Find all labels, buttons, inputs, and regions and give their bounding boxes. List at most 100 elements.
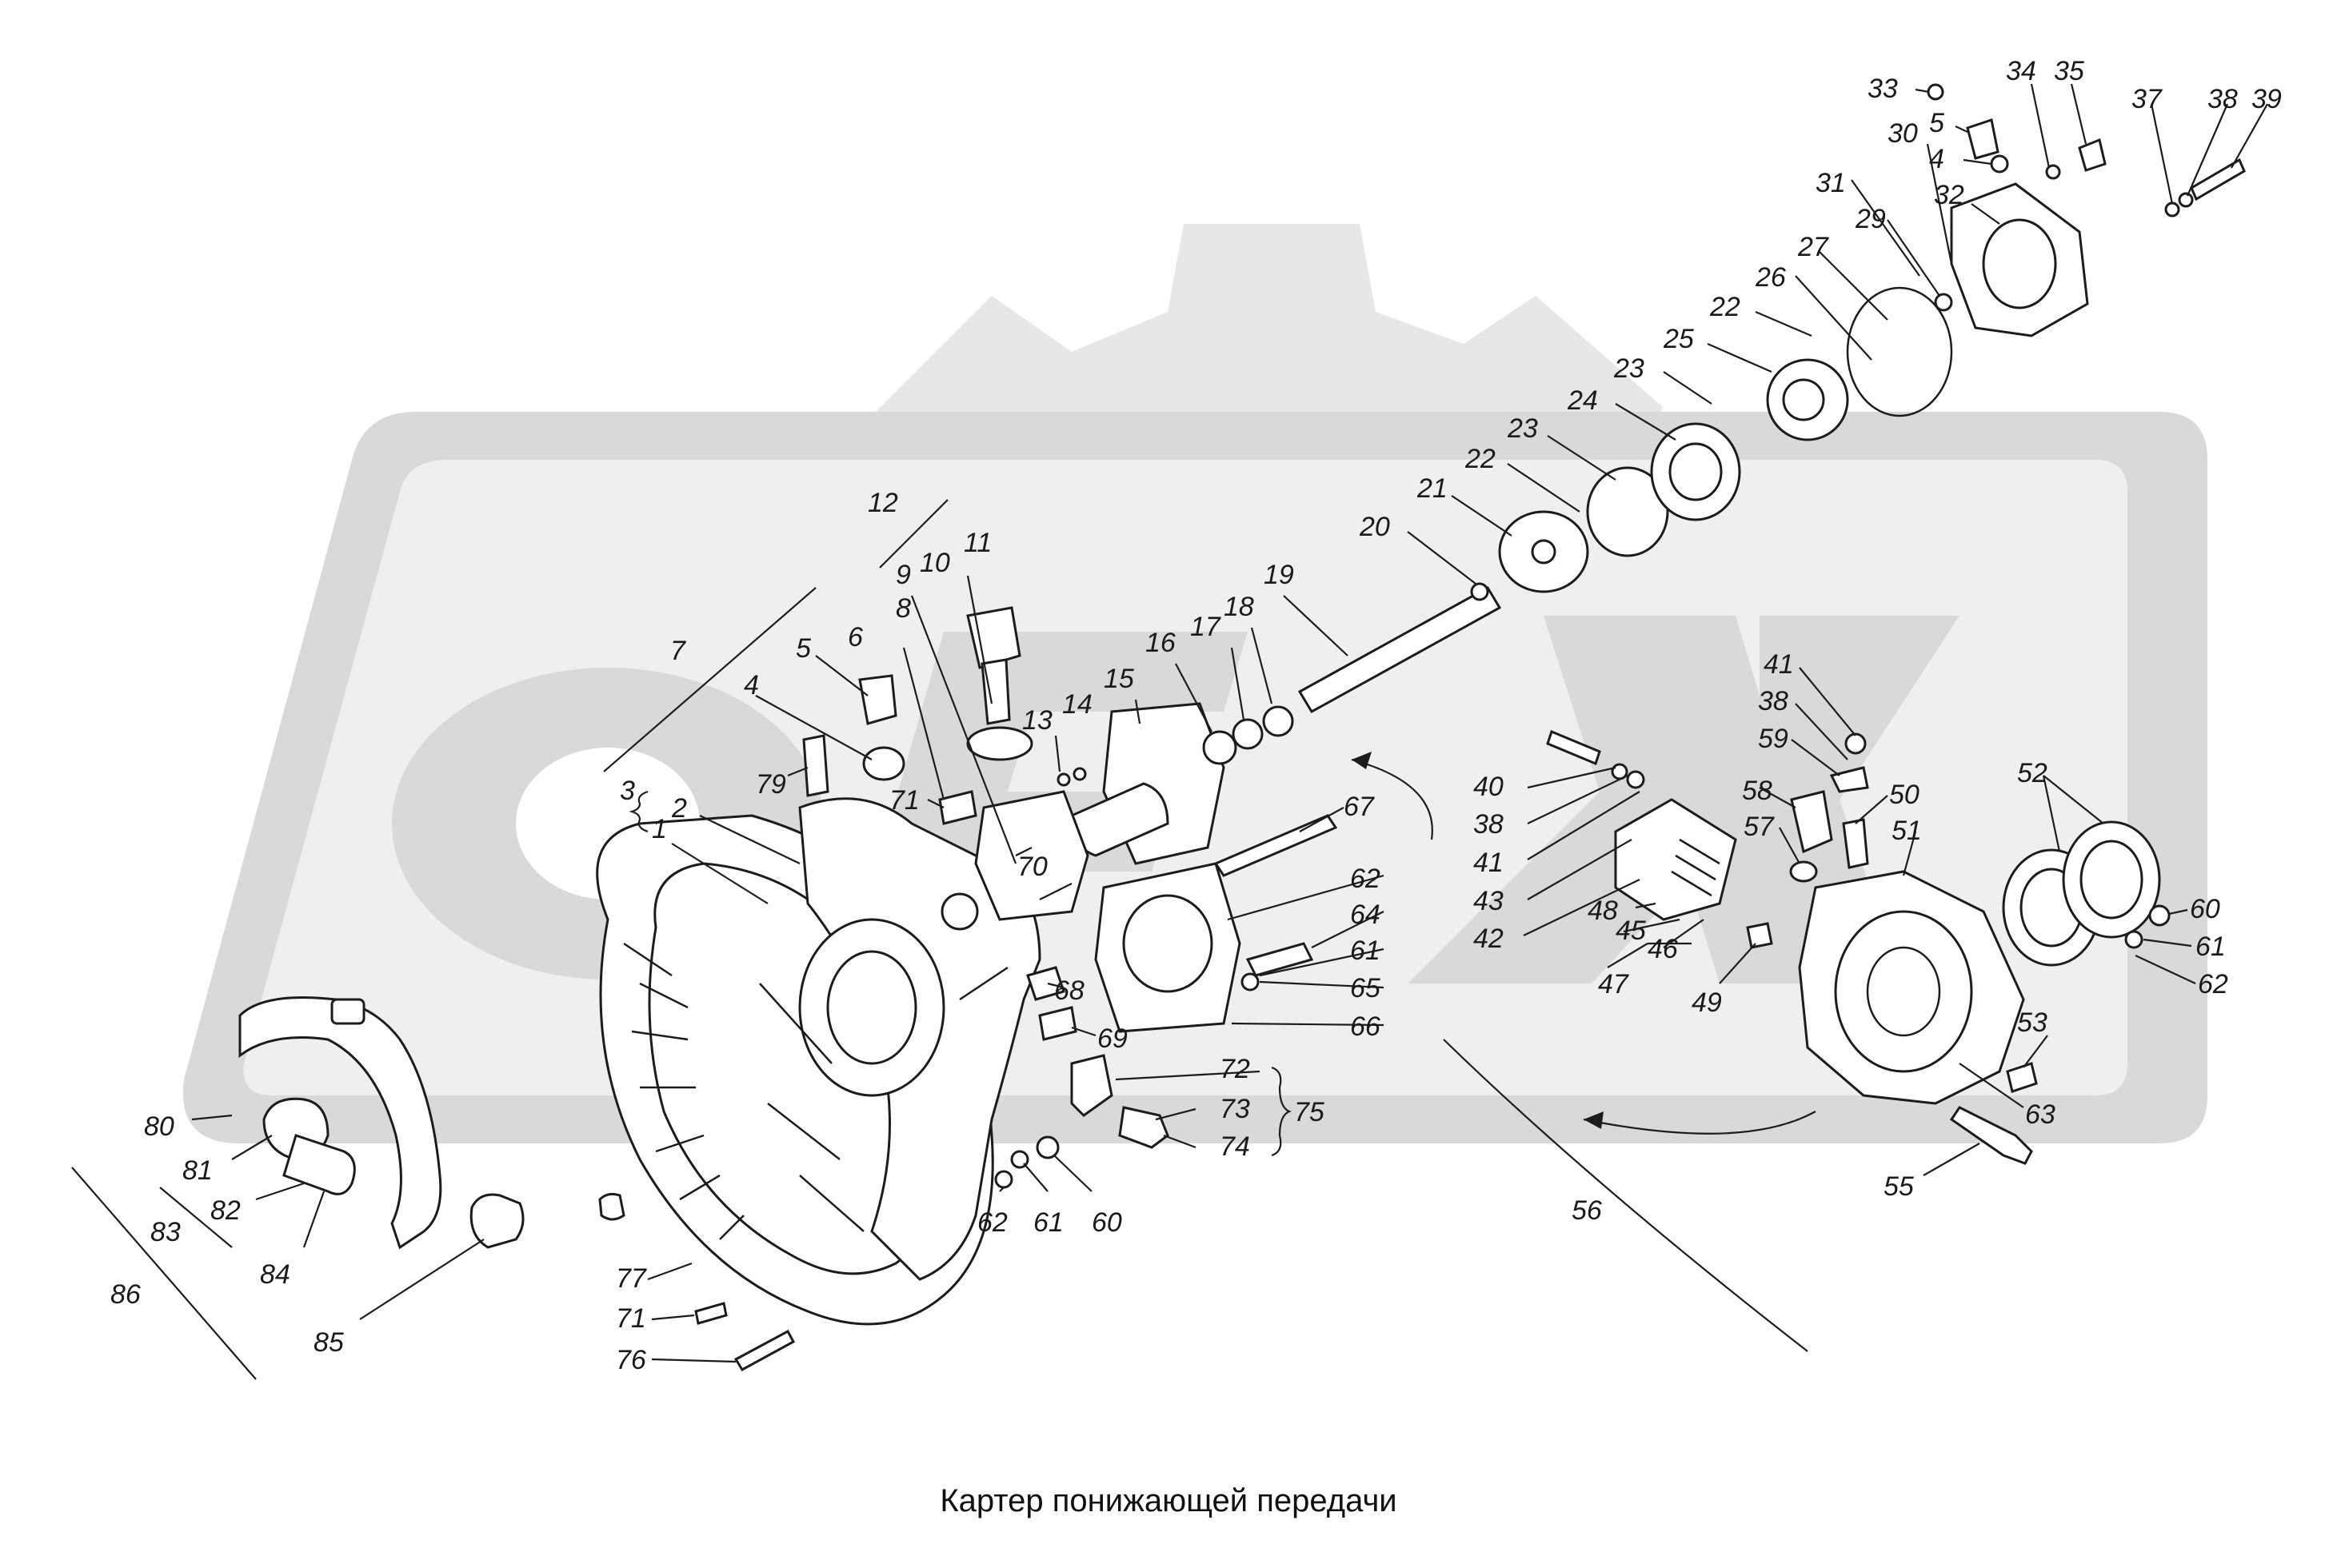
leader-26 (1795, 275, 1872, 361)
center-cover-group (938, 702, 1338, 1041)
leader-33 (1915, 88, 1930, 94)
leader-61a (1259, 948, 1384, 977)
leader-83 (159, 1187, 233, 1248)
label-77: 77 (616, 1263, 647, 1294)
ring-16 (1202, 730, 1237, 765)
leader-9 (910, 595, 1017, 864)
spring-71 (938, 790, 977, 825)
leader-72 (1115, 1070, 1260, 1081)
label-9: 9 (896, 560, 911, 590)
leader-42 (1523, 879, 1640, 936)
washer-34 (2045, 164, 2061, 180)
leader-15 (1134, 699, 1141, 724)
shaft-bearing-group (1202, 83, 2246, 765)
plug-49 (1746, 922, 1773, 949)
leader-16 (1175, 663, 1212, 732)
washer-61b (2124, 930, 2143, 949)
housing-bore-inner (826, 950, 917, 1065)
label-83: 83 (150, 1217, 181, 1247)
label-6: 6 (848, 622, 863, 652)
spring-69 (1038, 1006, 1077, 1041)
housing-port (941, 892, 979, 931)
bushing-85 (469, 1193, 525, 1249)
label-12: 12 (868, 488, 898, 518)
label-23b: 23 (1613, 353, 1644, 384)
leader-52 (2042, 775, 2104, 852)
nut-41b (1844, 732, 1867, 755)
sensor-74 (1118, 1106, 1169, 1149)
leader-71a (927, 799, 945, 808)
leader-50 (1855, 795, 1888, 824)
label-24: 24 (1567, 385, 1598, 416)
label-63: 63 (2025, 1099, 2055, 1130)
label-61b: 61 (2195, 932, 2226, 962)
label-46: 46 (1648, 934, 1678, 964)
leader-3-brace (629, 790, 649, 833)
bolt-35 (2078, 138, 2107, 172)
label-52: 52 (2017, 758, 2047, 788)
washer-29 (1934, 293, 1953, 312)
label-20: 20 (1359, 512, 1390, 542)
arrowhead-lower (1584, 1111, 1604, 1129)
housing-flange-hatch (623, 942, 745, 1240)
bracket-72 (1070, 1054, 1113, 1117)
fitting-77-plug (598, 1192, 625, 1221)
leader-41a (1527, 791, 1640, 860)
label-38b: 38 (1473, 809, 1504, 840)
housing-51-bore (1834, 910, 1973, 1073)
leader-2 (699, 815, 801, 864)
label-62c: 62 (2198, 969, 2228, 999)
label-81: 81 (182, 1155, 213, 1186)
leader-70 (1015, 847, 1033, 856)
leader-66 (1231, 1022, 1384, 1027)
leader-59 (1791, 739, 1840, 776)
leader-19 (1283, 595, 1348, 656)
leader-34 (2030, 83, 2051, 169)
leader-5a (815, 655, 869, 696)
switch-58 (1790, 790, 1833, 854)
leader-82 (255, 1182, 305, 1201)
label-31: 31 (1816, 168, 1846, 198)
leader-76 (651, 1358, 737, 1363)
bearing-52b-inner (2079, 840, 2143, 920)
label-86: 86 (110, 1279, 141, 1310)
leader-51 (1902, 831, 1917, 876)
arrow-lower (1583, 1111, 1816, 1135)
leader-47 (1607, 942, 1692, 968)
diagram-caption: Картер понижающей передачи (940, 1483, 1396, 1518)
leader-5b (1955, 126, 1968, 133)
washer-4b (1990, 154, 2009, 174)
leader-81 (231, 1135, 273, 1160)
leader-64 (1311, 911, 1384, 948)
label-5b: 5 (1929, 108, 1944, 138)
leader-53 (2023, 1035, 2048, 1068)
label-22b: 22 (1709, 292, 1740, 322)
module-42 (1614, 798, 1737, 921)
leader-39 (2231, 103, 2268, 169)
label-72: 72 (1220, 1054, 1250, 1084)
lock-59 (1829, 766, 1869, 793)
label-4a: 4 (744, 670, 759, 700)
leader-24 (1615, 403, 1676, 441)
leader-21 (1451, 495, 1512, 537)
stud-68 (1026, 966, 1065, 1001)
race-23 (1586, 466, 1669, 557)
leader-38c (1795, 703, 1848, 760)
label-14: 14 (1062, 689, 1093, 720)
leader-22b (1755, 310, 1812, 337)
leader-84 (302, 1191, 326, 1248)
label-53: 53 (2017, 1007, 2047, 1038)
module-42-fins (1671, 838, 1720, 897)
nut-41 (1626, 770, 1645, 789)
right-block-group (1546, 729, 1869, 949)
leader-27 (1819, 251, 1888, 321)
label-71a: 71 (889, 785, 920, 816)
label-62a: 62 (1350, 864, 1380, 894)
label-21: 21 (1416, 473, 1448, 504)
label-60a: 60 (1092, 1207, 1122, 1238)
label-79: 79 (756, 769, 786, 800)
leader-61c (1023, 1163, 1049, 1192)
leader-25 (1707, 342, 1772, 373)
leader-45 (1623, 918, 1680, 933)
